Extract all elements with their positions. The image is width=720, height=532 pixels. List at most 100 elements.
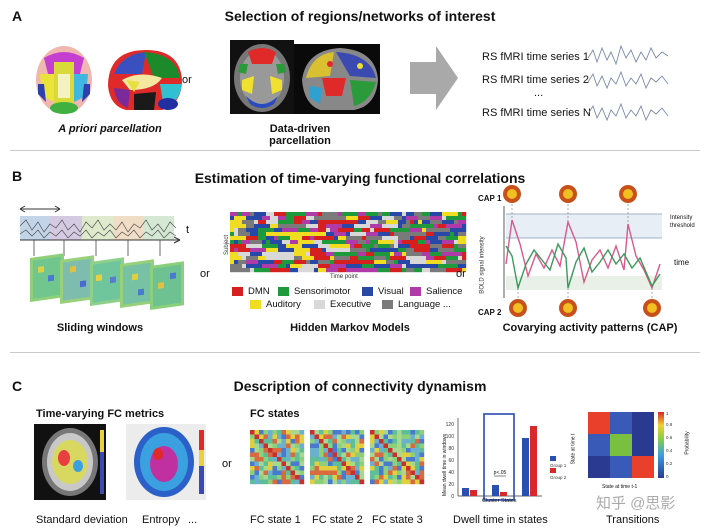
fc-state-2-cell bbox=[355, 461, 360, 467]
fc-state-2-cell bbox=[355, 479, 360, 485]
fc-state-3-cell bbox=[383, 434, 389, 440]
fc-state-3-cell bbox=[388, 470, 393, 476]
hmm-state-cell bbox=[286, 212, 295, 217]
hmm-state-cell bbox=[378, 244, 391, 249]
legend-dmn-label: DMN bbox=[248, 286, 270, 297]
hmm-state-cell bbox=[362, 268, 367, 273]
fc-state-3-cell bbox=[374, 448, 380, 453]
fc-state-3-cell bbox=[419, 461, 425, 467]
fc-state-2-cell bbox=[319, 452, 324, 458]
fc-state-2-cell bbox=[346, 448, 351, 453]
hmm-state-cell bbox=[294, 216, 307, 221]
fc-state-2-cell bbox=[332, 439, 338, 444]
fc-state-1-cell bbox=[250, 479, 255, 485]
trans-cell bbox=[632, 434, 654, 456]
hmm-state-cell bbox=[426, 240, 431, 245]
hmm-state-cell bbox=[302, 220, 311, 225]
fc-state-3-cell bbox=[374, 443, 380, 449]
hmm-state-cell bbox=[438, 248, 455, 253]
hmm-state-cell bbox=[306, 260, 311, 265]
fc-state-1-cell bbox=[254, 475, 260, 480]
fc-state-1-cell bbox=[250, 470, 255, 476]
hmm-state-cell bbox=[386, 220, 399, 225]
hmm-state-cell bbox=[350, 248, 367, 253]
fc-state-1-cell bbox=[290, 452, 296, 458]
hmm-state-cell bbox=[334, 236, 339, 241]
fc-state-1-cell bbox=[277, 479, 282, 485]
fc-state-3-cell bbox=[370, 457, 375, 462]
fc-state-1-cell bbox=[277, 457, 282, 462]
fc-state-3-cell bbox=[401, 439, 407, 444]
legend-visual-swatch bbox=[362, 287, 373, 296]
hmm-state-cell bbox=[338, 268, 347, 273]
hmm-state-cell bbox=[322, 248, 327, 253]
hmm-state-cell bbox=[322, 212, 339, 217]
fc-state-1-cell bbox=[263, 470, 269, 476]
fc-state-2-cell bbox=[328, 461, 333, 467]
hmm-state-cell bbox=[442, 244, 455, 249]
fc-state-1-cell bbox=[268, 430, 273, 435]
hmm-state-cell bbox=[362, 236, 367, 241]
hmm-state-cell bbox=[458, 212, 463, 217]
hmm-state-cell bbox=[306, 216, 315, 221]
fc-state-3-cell bbox=[419, 452, 425, 458]
hmm-state-cell bbox=[314, 240, 323, 245]
fc-state-1-cell bbox=[272, 452, 278, 458]
hmm-state-cell bbox=[354, 252, 359, 257]
fc-state-2-cell bbox=[355, 452, 360, 458]
hmm-state-cell bbox=[262, 240, 267, 245]
fc-state-2-cell bbox=[323, 461, 329, 467]
hmm-state-cell bbox=[322, 240, 331, 245]
dwell-ytick-60: 60 bbox=[448, 458, 454, 464]
hmm-state-cell bbox=[234, 228, 239, 233]
fc-state-1-cell bbox=[299, 434, 305, 440]
hmm-state-cell bbox=[330, 256, 335, 261]
fc-state-3-cell bbox=[406, 479, 411, 485]
fc-state-1-cell bbox=[259, 452, 264, 458]
fc-state-1-cell bbox=[254, 470, 260, 476]
hmm-state-cell bbox=[242, 256, 247, 261]
fc-state-2-cell bbox=[310, 448, 315, 453]
hmm-state-cell bbox=[314, 216, 331, 221]
hmm-state-cell bbox=[374, 264, 391, 269]
fc-state-1-cell bbox=[290, 443, 296, 449]
fc-state-3-cell bbox=[406, 461, 411, 467]
fc-state-1-cell bbox=[277, 439, 282, 444]
fc-state-3-cell bbox=[370, 439, 375, 444]
fc-state-1-cell bbox=[295, 434, 300, 440]
fc-state-2-cell bbox=[350, 470, 356, 476]
hmm-state-cell bbox=[250, 212, 255, 217]
hmm-state-cell bbox=[314, 268, 319, 273]
fc-state-2-cell bbox=[337, 439, 342, 444]
hmm-state-cell bbox=[402, 212, 407, 217]
fc-state-1-cell bbox=[263, 466, 269, 471]
fc-state-1-cell bbox=[290, 457, 296, 462]
fc-state-3-cell bbox=[374, 461, 380, 467]
fc-state-1-cell bbox=[272, 434, 278, 440]
fc-state-1-cell bbox=[254, 430, 260, 435]
fc-state-1-cell bbox=[299, 475, 305, 480]
hmm-state-cell bbox=[462, 268, 467, 273]
fc-state-3-cell bbox=[406, 443, 411, 449]
arrow-right-icon bbox=[410, 46, 458, 110]
fc-state-1-cell bbox=[250, 439, 255, 444]
hmm-state-cell bbox=[438, 264, 451, 269]
fc-state-3-cell bbox=[419, 439, 425, 444]
fc-state-1-cell bbox=[286, 434, 291, 440]
fc-state-2-cell bbox=[355, 457, 360, 462]
fc-state-1-cell bbox=[268, 452, 273, 458]
fc-state-1-cell bbox=[281, 452, 287, 458]
fc-state-2-cell bbox=[341, 448, 347, 453]
fc-state-2-cell bbox=[346, 452, 351, 458]
fc-state-1-cell bbox=[250, 448, 255, 453]
fc-state-3-cell bbox=[392, 466, 398, 471]
fc-state-1-cell bbox=[286, 430, 291, 435]
fc-state-3-cell bbox=[383, 439, 389, 444]
fc-state-2-cell bbox=[310, 470, 315, 476]
hmm-state-cell bbox=[410, 236, 415, 241]
hmm-state-cell bbox=[310, 232, 327, 237]
fc-state-3-cell bbox=[388, 461, 393, 467]
fc-state-3-cell bbox=[419, 457, 425, 462]
fc-state-1-cell bbox=[281, 430, 287, 435]
fc-state-1-cell bbox=[281, 479, 287, 485]
